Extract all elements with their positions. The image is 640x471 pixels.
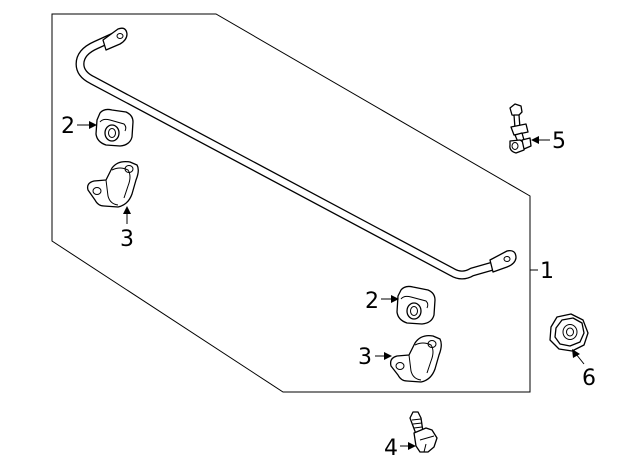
bar-end-eye-left [102, 27, 128, 51]
callout-2-right-arrow [381, 295, 399, 303]
callout-2-left-label: 2 [61, 114, 75, 139]
callout-3-left-label: 3 [120, 227, 134, 252]
callout-5-arrow [531, 136, 550, 144]
stabilizer-link [509, 103, 532, 154]
assembly-outline [51, 13, 531, 393]
callout-4-arrow [400, 442, 416, 450]
callout-3-left-arrow [123, 206, 131, 224]
flange-nut [549, 313, 589, 352]
bolt [409, 411, 438, 453]
bracket-right [389, 335, 442, 383]
callout-6-label: 6 [582, 366, 596, 391]
callout-4-label: 4 [384, 436, 398, 461]
bushing-left [95, 108, 134, 147]
callout-3-right-label: 3 [358, 345, 372, 370]
bar-end-eye-right [489, 250, 517, 273]
bushing-right [396, 285, 436, 325]
callout-5-label: 5 [552, 129, 566, 154]
callout-3-right-arrow [375, 352, 392, 360]
callout-6-arrow [572, 349, 585, 365]
callout-2-right-label: 2 [365, 289, 379, 314]
stabilizer-bar [75, 27, 517, 280]
bracket-left [86, 160, 139, 208]
callout-1-label: 1 [540, 259, 554, 284]
callout-2-left-arrow [77, 121, 97, 129]
